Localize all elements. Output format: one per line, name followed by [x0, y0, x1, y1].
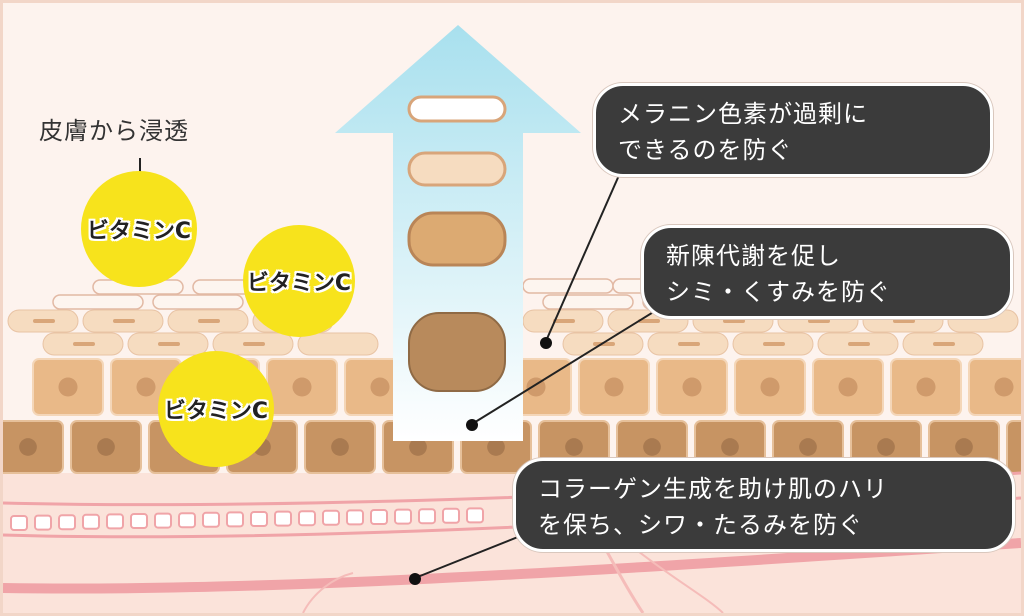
collagen-cell — [202, 511, 220, 528]
collagen-cell — [226, 511, 244, 528]
collagen-cell — [466, 507, 484, 524]
melanin-level-4 — [408, 312, 506, 392]
callout-melanin: メラニン色素が過剰に できるのを防ぐ — [593, 83, 993, 177]
cell-nucleus — [97, 438, 115, 456]
collagen-cell — [82, 513, 100, 530]
collagen-cell — [442, 507, 460, 524]
melanin-level-1 — [407, 95, 507, 123]
collagen-cell — [106, 513, 124, 530]
collagen-cell — [370, 509, 388, 525]
collagen-cell — [130, 513, 148, 529]
collagen-cell — [394, 508, 412, 525]
cell-nucleus — [994, 377, 1014, 397]
callout-line: コラーゲン生成を助け肌のハリ — [538, 475, 888, 503]
cell-nucleus — [799, 438, 817, 456]
cell-nucleus — [370, 377, 390, 397]
collagen-cells — [10, 507, 484, 531]
granular-nuclei — [33, 319, 955, 346]
cell-nucleus — [955, 438, 973, 456]
permeation-label: 皮膚から浸透 — [39, 117, 189, 145]
cell-nucleus — [409, 438, 427, 456]
cell-nucleus — [916, 377, 936, 397]
callout-metabolism: 新陳代謝を促し シミ・くすみを防ぐ — [641, 225, 1013, 319]
collagen-cell — [346, 509, 364, 526]
collagen-cell — [322, 509, 340, 526]
vitamin-c-label: ビタミンC — [86, 219, 192, 244]
cell-nucleus — [58, 377, 78, 397]
cell-nucleus — [838, 377, 858, 397]
callout-line: できるのを防ぐ — [618, 136, 793, 164]
collagen-cell — [418, 508, 436, 525]
melanin-level-2 — [407, 151, 507, 187]
collagen-cell — [10, 515, 28, 531]
spinous-layer — [32, 358, 1021, 416]
vitamin-c-label: ビタミンC — [246, 271, 352, 296]
vitamin-c-circle: ビタミンC — [81, 171, 197, 287]
collagen-cell — [34, 514, 52, 531]
vitamin-c-circle: ビタミンC — [243, 225, 355, 337]
cell-nucleus — [331, 438, 349, 456]
callout-line: シミ・くすみを防ぐ — [666, 278, 891, 306]
skin-cell — [1006, 420, 1021, 474]
vitamin-c-label: ビタミンC — [163, 399, 269, 424]
callout-line: 新陳代謝を促し — [666, 242, 841, 270]
collagen-cell — [154, 512, 172, 529]
cell-nucleus — [682, 377, 702, 397]
cell-nucleus — [292, 377, 312, 397]
melanin-level-3 — [407, 211, 507, 267]
collagen-cell — [274, 510, 292, 527]
cell-nucleus — [565, 438, 583, 456]
callout-line: メラニン色素が過剰に — [618, 100, 868, 128]
cell-nucleus — [760, 377, 780, 397]
cell-nucleus — [487, 438, 505, 456]
cell-nucleus — [604, 377, 624, 397]
cell-nucleus — [877, 438, 895, 456]
collagen-cell — [58, 514, 76, 531]
cell-nucleus — [19, 438, 37, 456]
collagen-cell — [298, 510, 316, 527]
vitamin-c-circle: ビタミンC — [158, 351, 274, 467]
cell-nucleus — [643, 438, 661, 456]
cell-nucleus — [721, 438, 739, 456]
callout-line: を保ち、シワ・たるみを防ぐ — [538, 511, 863, 539]
collagen-cell — [178, 512, 196, 529]
callout-collagen: コラーゲン生成を助け肌のハリ を保ち、シワ・たるみを防ぐ — [513, 458, 1015, 552]
collagen-cell — [250, 511, 268, 527]
cell-nucleus — [136, 377, 156, 397]
